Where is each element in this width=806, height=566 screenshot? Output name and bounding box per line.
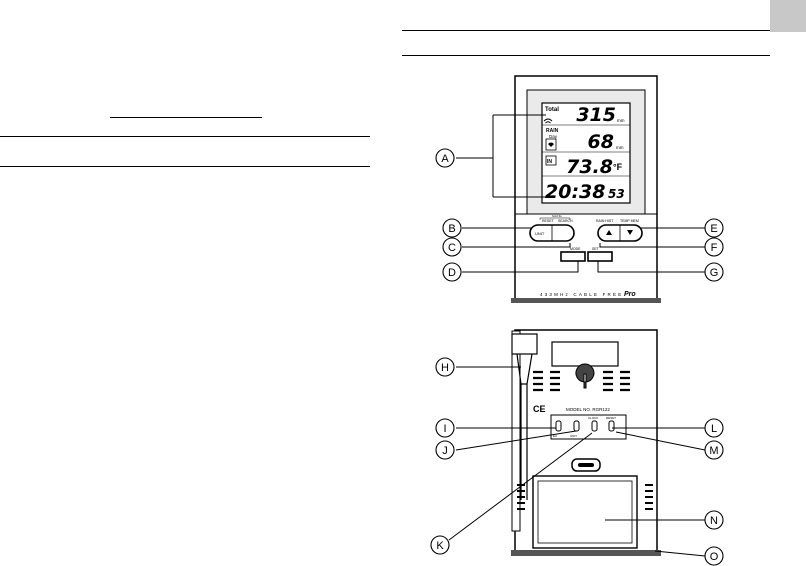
callout-a: A [435, 148, 455, 168]
lcd-rain-label: RAIN [546, 128, 559, 134]
svg-text:J: J [442, 445, 448, 457]
section-rule [402, 30, 770, 31]
svg-text:M: M [709, 445, 718, 457]
svg-text:C: C [448, 242, 456, 254]
section-rule [402, 55, 770, 56]
mode-button[interactable] [560, 251, 586, 262]
clock-hm: 20:38 [545, 181, 605, 203]
callout-n: N [704, 510, 724, 530]
brand-logo: Pro [624, 291, 636, 298]
callout-h: H [435, 357, 455, 377]
temp-mem-label: TEMP MEM [620, 219, 639, 223]
reset-label: RESET [606, 416, 616, 420]
svg-text:L: L [711, 423, 717, 435]
svg-text:O: O [710, 551, 719, 563]
svg-text:F: F [711, 242, 718, 254]
lcd-in-label: IN [547, 159, 552, 165]
svg-text:I: I [443, 423, 446, 435]
ce-mark: CE [533, 404, 546, 414]
rain-day-unit: mm [616, 145, 624, 150]
reset-button-label: RESET [542, 219, 555, 223]
back-view: CE MODEL NO. RGR122 EU UNIT CLOCK RESET [511, 329, 661, 556]
clock-seconds: 53 [608, 187, 625, 201]
svg-text:G: G [710, 267, 719, 279]
callout-j: J [435, 440, 455, 460]
callout-k: K [430, 535, 450, 555]
down-arrow-icon [627, 230, 633, 235]
unit-switch[interactable] [573, 420, 580, 432]
vent-slots [533, 370, 630, 392]
svg-text:K: K [436, 540, 444, 552]
section-rule [110, 117, 262, 118]
set-button[interactable] [587, 251, 613, 262]
probe-slot [511, 330, 521, 532]
section-rule [0, 136, 370, 137]
label-window [551, 341, 619, 367]
svg-text:H: H [441, 362, 449, 374]
probe-head [511, 333, 538, 355]
callout-o: O [704, 546, 724, 566]
callout-markers: A B C D E F G H I J K L M N O [430, 148, 724, 566]
eu-switch-label: EU [553, 434, 557, 438]
unit-switch-label: UNIT [570, 434, 577, 438]
clock-switch-label: CLOCK [588, 416, 598, 420]
rain-total-unit: mm [617, 118, 625, 123]
search-button-label: SEARCH [558, 219, 573, 223]
hold-hint: hold 3s [552, 214, 562, 218]
svg-text:A: A [441, 153, 449, 165]
eu-switch[interactable] [555, 420, 562, 432]
svg-text:D: D [448, 267, 456, 279]
unit-button-label: UNIT [535, 231, 545, 236]
lcd-day-label: Day [549, 134, 558, 139]
page-tab [770, 0, 806, 32]
callout-e: E [704, 218, 724, 238]
mode-button-label: MODE [570, 247, 581, 251]
clock-switch[interactable] [591, 420, 598, 432]
signal-icon [543, 118, 553, 124]
rain-gauge-icon [545, 138, 557, 151]
rain-day-value: 68 [588, 131, 614, 153]
callout-b: B [442, 218, 462, 238]
set-button-label: SET [592, 247, 600, 251]
front-base [511, 298, 661, 303]
rain-hist-label: RAIN HIST [596, 219, 614, 223]
rain-drop-icon [548, 142, 554, 147]
callout-g: G [704, 262, 724, 282]
model-number: MODEL NO. RGR122 [566, 407, 610, 412]
temperature-unit: °F [613, 162, 623, 172]
section-rule [0, 166, 370, 167]
lcd-total-label: Total [545, 107, 559, 113]
side-grip [517, 484, 653, 510]
callout-leaders [448, 114, 706, 557]
callout-d: D [442, 262, 462, 282]
callout-i: I [435, 418, 455, 438]
lcd-screen [541, 102, 631, 204]
svg-text:E: E [710, 223, 717, 235]
reset-hole[interactable] [608, 420, 615, 432]
callout-c: C [442, 237, 462, 257]
svg-text:N: N [710, 515, 718, 527]
rain-total-value: 315 [576, 104, 616, 126]
front-view: Total RAIN Day IN 315 mm 68 mm 73.8 °F 2… [511, 75, 661, 303]
callout-f: F [704, 237, 724, 257]
frequency-label: 433MHz CABLE FREE [540, 292, 623, 297]
callout-l: L [704, 418, 724, 438]
battery-door [532, 475, 638, 549]
svg-text:B: B [448, 223, 455, 235]
indoor-house-icon [545, 155, 557, 166]
back-base [511, 550, 661, 556]
temperature-value: 73.8 [566, 156, 613, 178]
callout-m: M [704, 440, 724, 460]
wall-mount-hole [575, 363, 595, 389]
up-arrow-icon [606, 230, 612, 235]
